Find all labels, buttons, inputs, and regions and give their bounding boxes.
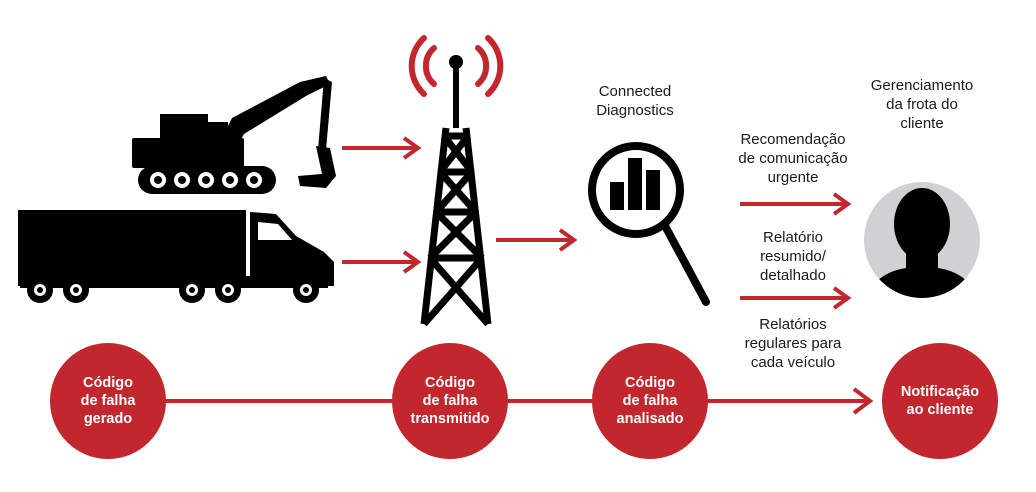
summary-report-label: Relatório resumido/ detalhado [760, 229, 826, 284]
step-fault-generated: Código de falha gerado [50, 343, 166, 459]
urgent-recommendation-label: Recomendação de comunicação urgente [738, 131, 848, 186]
timeline [160, 387, 874, 415]
magnifier-chart-icon [588, 142, 710, 306]
truck-icon [18, 210, 334, 303]
regular-reports-label: Relatórios regulares para cada veículo [744, 316, 842, 371]
step-label: Código de falha analisado [616, 375, 684, 427]
step-customer-notification: Notificação ao cliente [882, 343, 998, 459]
excavator-icon [132, 76, 336, 194]
step-label: Código de falha transmitido [410, 375, 490, 427]
signal-tower-icon [408, 35, 504, 327]
step-label: Notificação ao cliente [900, 384, 980, 418]
step-fault-transmitted: Código de falha transmitido [392, 343, 508, 459]
connected-diagnostics-label: Connected Diagnostics [596, 83, 674, 119]
step-fault-analyzed: Código de falha analisado [592, 343, 708, 459]
flow-arrows [342, 136, 852, 310]
user-avatar-icon [864, 182, 980, 298]
fleet-management-label: Gerenciamento da frota do cliente [870, 77, 974, 132]
step-label: Código de falha gerado [80, 375, 136, 427]
